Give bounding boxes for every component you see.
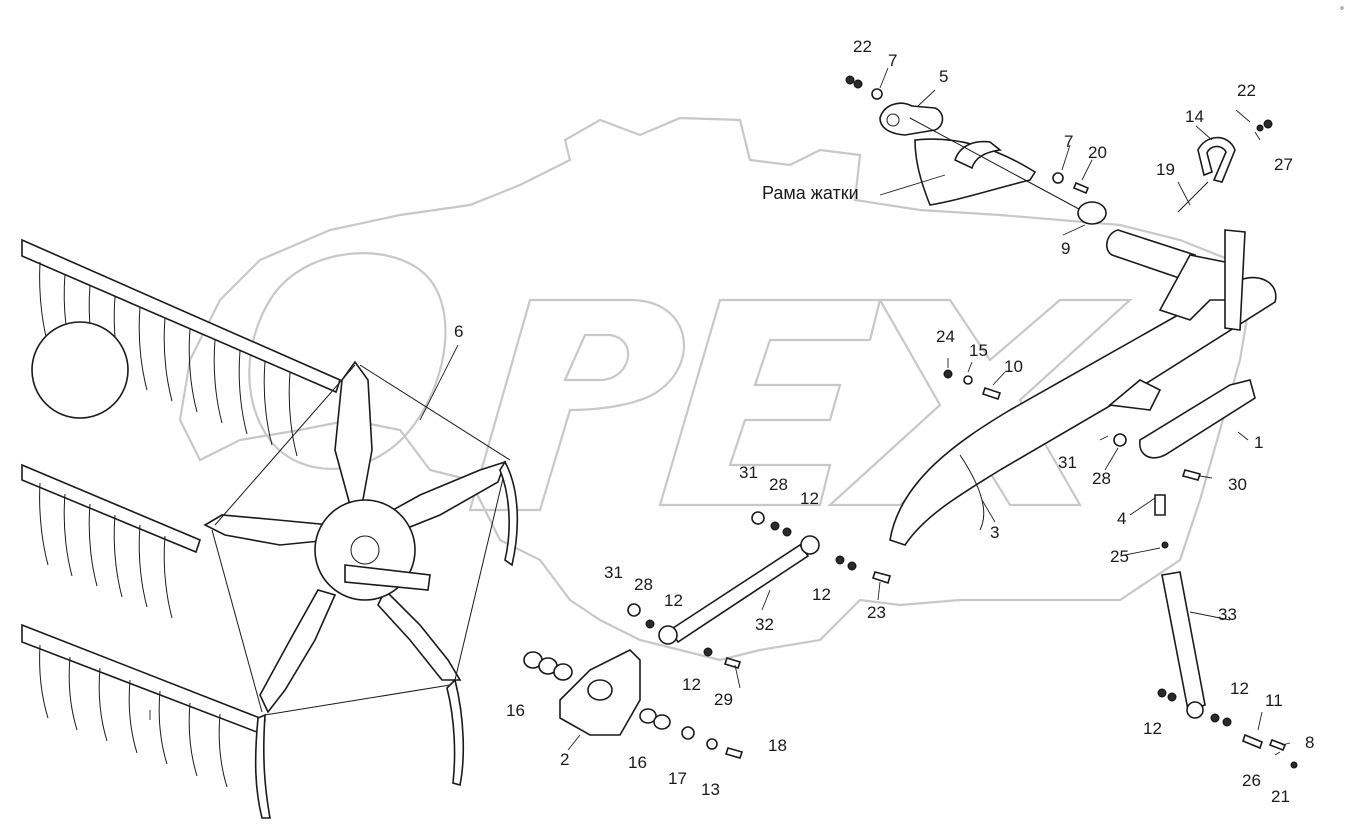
label-part-1: 1 <box>1254 433 1263 452</box>
label-part-15: 15 <box>969 341 988 360</box>
label-part-5: 5 <box>939 67 948 86</box>
arm-seam <box>959 454 985 531</box>
watermark <box>178 116 1252 662</box>
bat-tip-right <box>499 460 519 567</box>
label-part-24: 24 <box>936 327 955 346</box>
tines-top <box>39 261 298 457</box>
watermark-letter-x <box>827 298 1133 507</box>
reel-shaft <box>344 564 431 591</box>
label-part-12b: 12 <box>812 585 831 604</box>
label-part-20: 20 <box>1088 143 1107 162</box>
part-9-bushing <box>1077 201 1107 225</box>
header-frame <box>879 102 1236 282</box>
label-part-16a: 16 <box>506 701 525 720</box>
label-part-3: 3 <box>990 523 999 542</box>
part-32-rod <box>658 535 820 645</box>
label-part-7b: 7 <box>1064 132 1073 151</box>
frame-tube <box>1105 229 1197 282</box>
label-part-13: 13 <box>701 780 720 799</box>
label-part-8: 8 <box>1305 733 1314 752</box>
reel-tie-4 <box>264 684 451 716</box>
label-part-31c: 31 <box>1058 453 1077 472</box>
reel-arm-lower-right <box>377 588 462 681</box>
reel-arm-left <box>203 514 331 546</box>
bat-tip-bottom <box>446 678 465 787</box>
part-3-arm <box>889 276 1277 546</box>
label-part-14: 14 <box>1185 107 1204 126</box>
label-part-16b: 16 <box>628 753 647 772</box>
leader-lines <box>149 67 1291 756</box>
label-part-33: 33 <box>1218 605 1237 624</box>
label-part-22b: 22 <box>1237 81 1256 100</box>
part-2-boss <box>587 679 613 701</box>
label-part-23: 23 <box>867 603 886 622</box>
label-part-7a: 7 <box>888 51 897 70</box>
frame-caption: Рама жатки <box>762 183 859 203</box>
tine-bar-top <box>21 238 341 394</box>
label-part-19: 19 <box>1156 160 1175 179</box>
label-part-17: 17 <box>668 769 687 788</box>
label-part-12f: 12 <box>1143 719 1162 738</box>
reel-tie-5 <box>211 529 263 713</box>
label-part-21: 21 <box>1271 787 1290 806</box>
fasteners <box>523 75 1298 769</box>
label-part-18: 18 <box>768 736 787 755</box>
label-part-32: 32 <box>755 615 774 634</box>
label-part-12a: 12 <box>800 489 819 508</box>
label-part-22a: 22 <box>853 37 872 56</box>
label-part-28c: 28 <box>1092 469 1111 488</box>
reel-arm-upper <box>334 360 373 506</box>
label-part-12c: 12 <box>664 591 683 610</box>
label-part-11: 11 <box>1265 691 1283 710</box>
watermark-gear-outline <box>178 116 1252 662</box>
part-14-clamp <box>1197 136 1236 183</box>
lift-arm <box>889 229 1277 546</box>
label-part-25: 25 <box>1110 547 1129 566</box>
reel-hub-bore <box>350 535 380 565</box>
reel-tie-1 <box>214 364 356 526</box>
label-part-2: 2 <box>560 750 569 769</box>
part-1-lever <box>1139 379 1256 459</box>
part-33-cylinder <box>1154 494 1206 719</box>
watermark-letter-p <box>468 298 685 512</box>
tines-bottom <box>39 644 228 788</box>
arm-vertical-post <box>1224 229 1246 331</box>
label-part-4: 4 <box>1117 509 1126 528</box>
label-part-26: 26 <box>1242 771 1261 790</box>
corner-mark: ° <box>1340 6 1344 17</box>
reel-arm-lower-left <box>259 589 337 714</box>
part-5-hole <box>886 113 900 127</box>
bat-tip-lower-left <box>254 713 271 819</box>
label-part-9: 9 <box>1061 239 1070 258</box>
reel-assembly <box>21 238 519 819</box>
label-part-6: 6 <box>454 322 463 341</box>
label-part-30: 30 <box>1228 475 1247 494</box>
watermark-letter-o <box>248 252 447 470</box>
label-part-29: 29 <box>714 690 733 709</box>
reel-tie-2 <box>359 364 511 461</box>
label-part-12d: 12 <box>682 675 701 694</box>
reel-left-hub <box>31 321 129 419</box>
label-part-28a: 28 <box>769 475 788 494</box>
label-part-28b: 28 <box>634 575 653 594</box>
tine-bar-middle <box>21 463 201 554</box>
reel-tie-3 <box>454 469 506 681</box>
part-19-bolt <box>1177 181 1209 213</box>
axis-line-5-9 <box>909 117 1091 216</box>
label-part-31b: 31 <box>604 563 623 582</box>
label-part-12e: 12 <box>1230 679 1249 698</box>
tine-bar-bottom <box>21 623 266 736</box>
label-part-10: 10 <box>1004 357 1023 376</box>
label-part-27: 27 <box>1274 155 1293 174</box>
label-part-31a: 31 <box>739 463 758 482</box>
arm-bracket <box>1108 379 1162 411</box>
part-labels: 1 2 3 4 5 6 7 7 8 9 10 11 12 12 12 12 12… <box>454 37 1314 806</box>
tines-middle <box>39 482 173 619</box>
